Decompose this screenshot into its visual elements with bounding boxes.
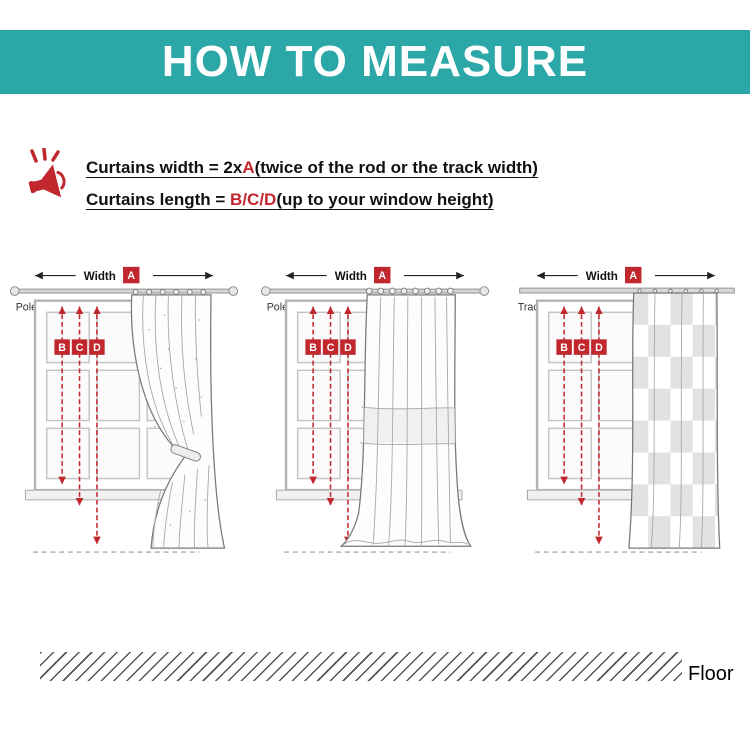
track-hooks (637, 288, 720, 294)
svg-text:C: C (578, 342, 586, 354)
svg-text:D: D (344, 342, 352, 354)
curtain-pole (260, 286, 490, 296)
diagram-pole-panel-curtain: Width A Pole (260, 265, 490, 553)
svg-text:D: D (93, 342, 101, 354)
grommet-rings (132, 289, 207, 295)
megaphone-horn (28, 164, 66, 198)
width-letter-box (374, 266, 391, 284)
page-title: HOW TO MEASURE (161, 37, 589, 86)
width-formula: Curtains width = 2xA(twice of the rod or… (86, 158, 538, 177)
curtain-illustration (628, 288, 721, 549)
floor-hatch (40, 652, 682, 681)
fabric-speckle (144, 314, 207, 526)
width-arrow: Width A (537, 265, 715, 286)
width-label: Width (84, 270, 116, 283)
svg-text:A: A (127, 270, 135, 282)
width-arrow: Width A (35, 265, 213, 286)
svg-text:B: B (560, 342, 568, 354)
width-label: Width (586, 270, 618, 283)
rod-type-label: Pole (267, 301, 288, 313)
length-letter-boxes: B C D (305, 339, 356, 355)
diagram-track-check-curtain: Width A Track (518, 265, 735, 553)
svg-text:A: A (378, 270, 386, 282)
length-letter-boxes: B C D (556, 339, 607, 355)
curtain-rings (365, 287, 454, 295)
svg-text:D: D (595, 342, 603, 354)
floor-label: Floor (688, 663, 734, 685)
svg-text:C: C (327, 342, 335, 354)
svg-text:B: B (309, 342, 317, 354)
diagram-pole-grommet-curtain: Width A Pole (9, 265, 239, 553)
sound-wave-lines (30, 148, 60, 163)
length-letter-boxes: B C D (54, 339, 105, 355)
curtain-illustration (339, 287, 472, 547)
width-letter-box (625, 266, 642, 284)
curtain-pole (9, 286, 239, 296)
diagrams-row: Width A Pole (8, 262, 742, 583)
sheer-band (353, 408, 462, 443)
curtain-track (519, 287, 735, 294)
svg-text:C: C (76, 342, 84, 354)
length-formula: Curtains length = B/C/D(up to your windo… (86, 190, 494, 209)
svg-text:A: A (629, 270, 637, 282)
megaphone-icon (28, 148, 66, 198)
curtain-illustration (130, 289, 226, 549)
width-letter-box (123, 266, 140, 284)
width-label: Width (335, 270, 367, 283)
header-banner: HOW TO MEASURE (0, 30, 750, 94)
instructions: Curtains width = 2xA(twice of the rod or… (86, 158, 538, 222)
width-arrow: Width A (286, 265, 464, 286)
rod-type-label: Pole (16, 301, 37, 313)
svg-text:B: B (58, 342, 66, 354)
tieback (170, 444, 201, 462)
